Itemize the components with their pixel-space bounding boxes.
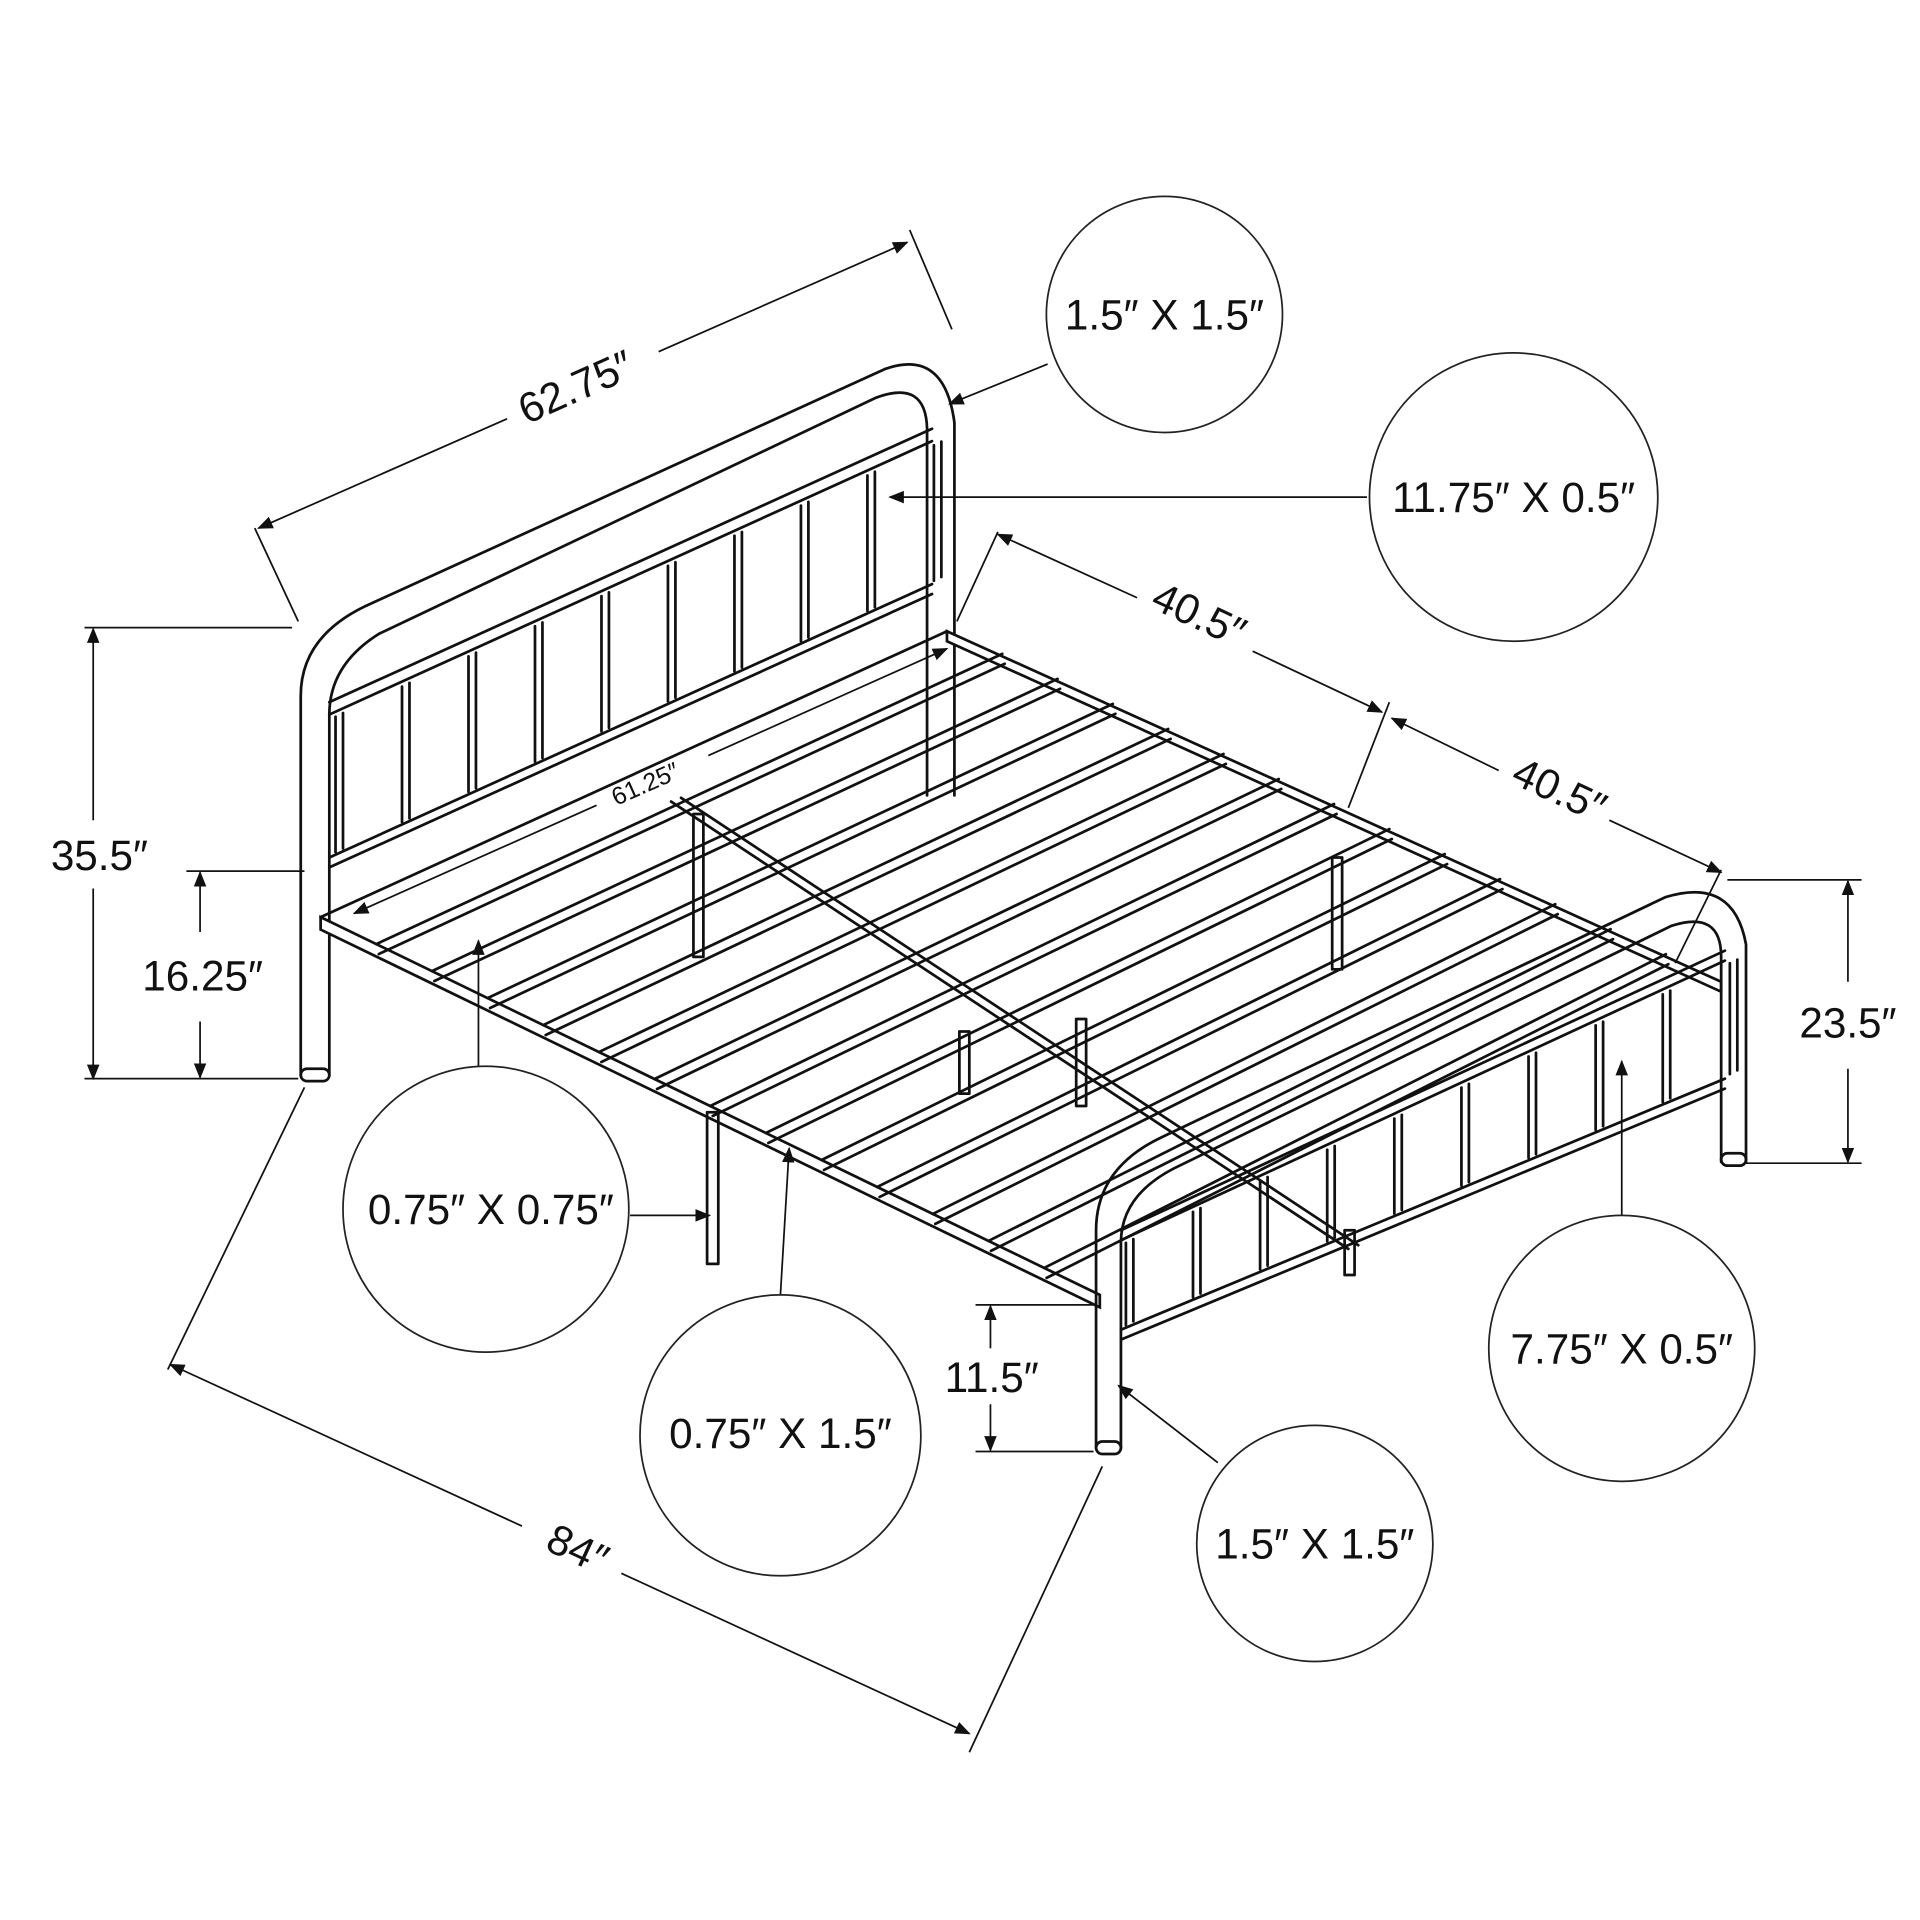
- slat: [433, 687, 1062, 983]
- slat: [374, 652, 1004, 946]
- slat: [931, 902, 1557, 1216]
- callout-footboard-post: 1.5″ X 1.5″: [1195, 1424, 1434, 1663]
- slat: [989, 937, 1615, 1253]
- slat: [933, 912, 1560, 1226]
- svg-text:1.5″ X 1.5″: 1.5″ X 1.5″: [1215, 1520, 1414, 1567]
- slat: [766, 837, 1394, 1145]
- callout-footboard-panel: 7.75″ X 0.5″: [1487, 1214, 1756, 1483]
- bed-frame-drawing: [299, 363, 1748, 1456]
- slat: [600, 762, 1228, 1064]
- callout-side-rail: 0.75″ X 1.5″: [639, 1294, 922, 1577]
- svg-text:1.5″ X 1.5″: 1.5″ X 1.5″: [1065, 291, 1264, 338]
- slat: [655, 787, 1283, 1091]
- slat: [430, 677, 1059, 973]
- side-rail-height-label: 16.25″: [142, 952, 263, 999]
- headboard-width-label: 62.75″: [511, 341, 640, 433]
- side-length-back-label: 40.5″: [1506, 748, 1614, 832]
- slat: [486, 702, 1115, 1000]
- callout-headboard-panel: 11.75″ X 0.5″: [1368, 352, 1659, 643]
- slat: [377, 662, 1007, 956]
- slat: [1042, 952, 1668, 1270]
- callout-slat: 0.75″ X 0.75″: [342, 1065, 630, 1353]
- slat: [987, 927, 1612, 1243]
- slat: [764, 827, 1391, 1135]
- slat: [597, 752, 1225, 1054]
- slat: [488, 712, 1117, 1010]
- svg-text:0.75″ X 0.75″: 0.75″ X 0.75″: [368, 1186, 614, 1233]
- footboard: [1094, 890, 1748, 1456]
- slat: [875, 877, 1502, 1189]
- slat: [653, 777, 1281, 1081]
- slats: [374, 652, 1670, 1280]
- callout-leaders: [472, 363, 1629, 1464]
- svg-text:7.75″ X 0.5″: 7.75″ X 0.5″: [1510, 1325, 1733, 1372]
- support-legs: [692, 812, 1356, 1277]
- overall-length-label: 84″: [540, 1515, 616, 1584]
- slat: [708, 802, 1336, 1108]
- slat: [878, 887, 1504, 1199]
- side-length-front-label: 40.5″: [1145, 573, 1253, 657]
- slat: [541, 727, 1170, 1027]
- footboard-height-label: 23.5″: [1799, 1000, 1896, 1047]
- headboard: [299, 363, 956, 1083]
- slat: [711, 812, 1338, 1118]
- clearance-label: 11.5″: [945, 1354, 1039, 1401]
- slat: [544, 737, 1173, 1037]
- svg-text:0.75″ X 1.5″: 0.75″ X 1.5″: [669, 1410, 892, 1457]
- dimension-lines: [84, 229, 1862, 1753]
- headboard-height-label: 35.5″: [51, 832, 148, 879]
- callout-headboard-post: 1.5″ X 1.5″: [1045, 195, 1284, 434]
- svg-text:11.75″ X 0.5″: 11.75″ X 0.5″: [1392, 474, 1635, 521]
